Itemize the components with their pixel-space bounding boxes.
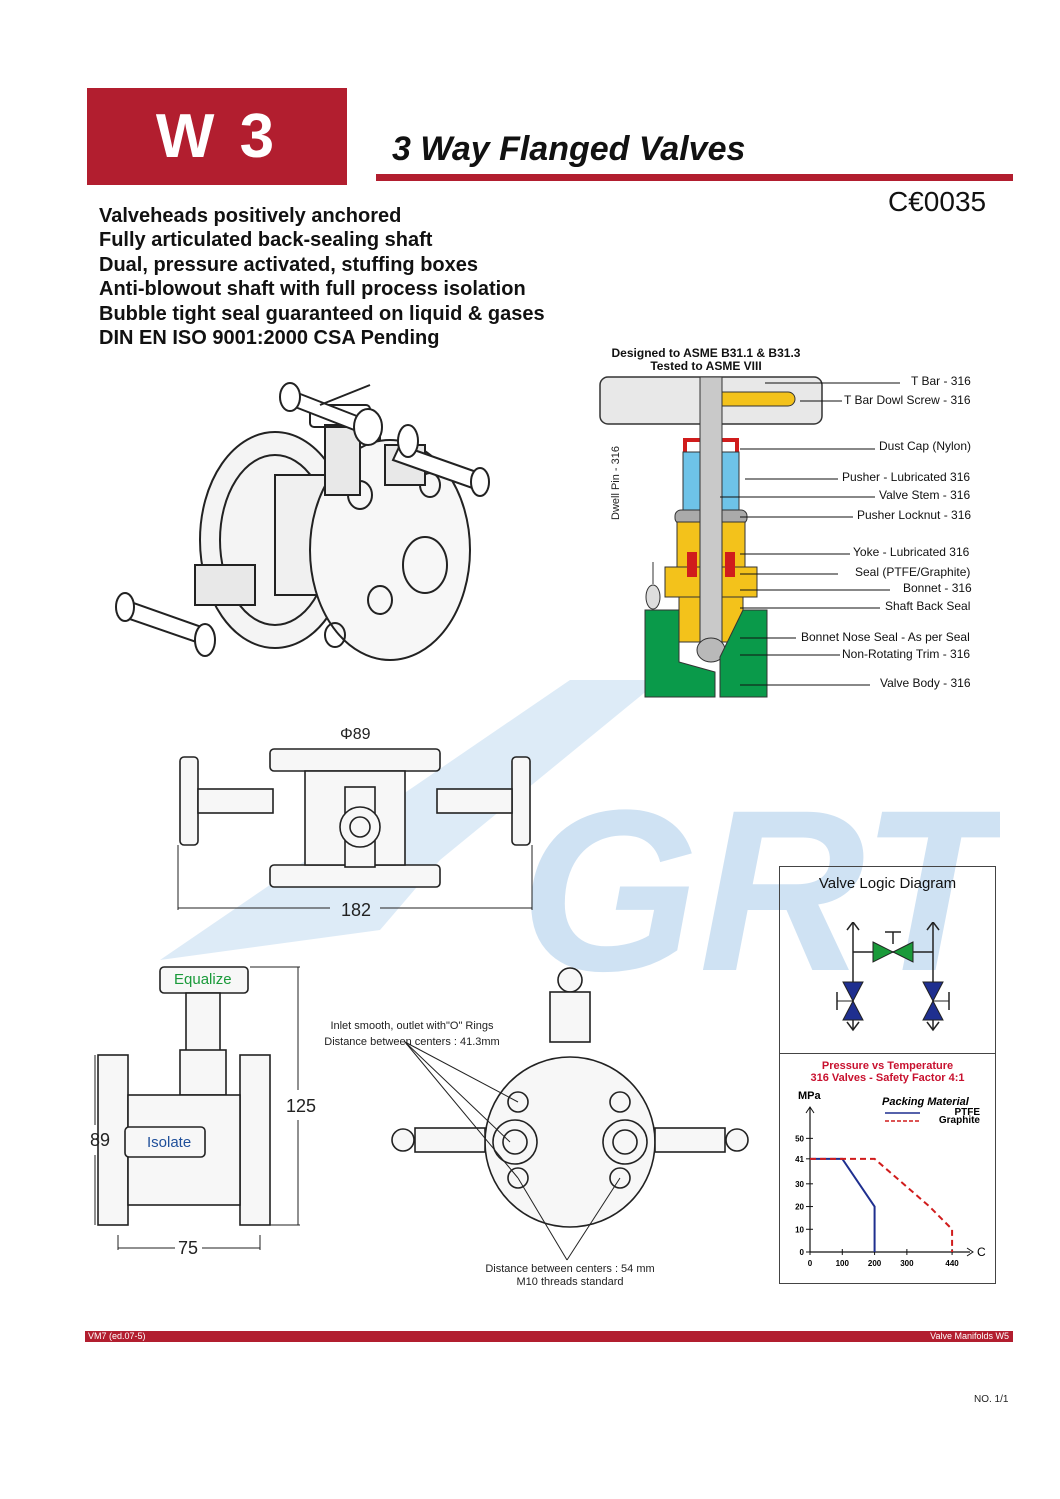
title-rule	[376, 174, 1013, 181]
diameter-dimension: Φ89	[340, 726, 371, 743]
x-tick-label: 200	[868, 1259, 882, 1268]
height-dimension: 125	[286, 1096, 317, 1116]
thread-note: Distance between centers : 54 mm M10 thr…	[470, 1263, 670, 1289]
legend-label-graphite: Graphite	[939, 1115, 981, 1126]
feature-item: Valveheads positively anchored	[99, 205, 402, 227]
callout-shaft-back-seal: Shaft Back Seal	[885, 599, 971, 613]
flange-dimension: 89	[90, 1130, 111, 1150]
callout-t-bar: T Bar - 316	[911, 374, 971, 388]
valve-3d-illustration	[115, 382, 490, 661]
callout-bonnet: Bonnet - 316	[903, 581, 972, 595]
series-line-graphite	[810, 1157, 954, 1252]
design-note-line: Tested to ASME VIII	[650, 359, 762, 373]
page-number: NO. 1/1	[974, 1394, 1009, 1405]
y-tick-label: 50	[795, 1134, 804, 1143]
y-axis-arrow	[805, 1106, 815, 1114]
pt-chart-title: Pressure vs Temperature 316 Valves - Saf…	[780, 1060, 995, 1084]
y-tick-label: 41	[795, 1155, 804, 1164]
svg-text:GRT: GRT	[520, 762, 1000, 1000]
design-note-line: Designed to ASME B31.1 & B31.3	[611, 346, 801, 360]
pressure-temperature-chart: MPa Packing Material C 0 100 200 300 440 0 10 20…	[795, 1090, 986, 1268]
feature-item: Dual, pressure activated, stuffing boxes	[99, 253, 478, 276]
design-standards-note: Designed to ASME B31.1 & B31.3 Tested to…	[596, 347, 816, 373]
width-dimension: 182	[341, 900, 372, 920]
pt-title-line: Pressure vs Temperature	[821, 1060, 954, 1072]
footer-bar: VM7 (ed.07-5) Valve Manifolds W5	[85, 1331, 1013, 1342]
inlet-note-line: Inlet smooth, outlet with"O" Rings	[330, 1020, 494, 1032]
callout-non-rotating-trim: Non-Rotating Trim - 316	[842, 647, 971, 661]
dwell-pin-label: Dwell Pin - 316	[610, 446, 622, 520]
panel-divider	[780, 1053, 995, 1054]
valve-front-view	[391, 967, 749, 1261]
equalize-label: Equalize	[174, 971, 232, 988]
inlet-note: Inlet smooth, outlet with"O" Rings Dista…	[312, 1018, 512, 1050]
product-code-badge: W 3	[87, 88, 347, 185]
callout-seal: Seal (PTFE/Graphite)	[855, 565, 971, 579]
footer-edition: VM7 (ed.07-5)	[88, 1331, 146, 1341]
series-line-ptfe	[810, 1157, 876, 1252]
callout-dust-cap: Dust Cap (Nylon)	[879, 439, 972, 453]
callout-valve-stem: Valve Stem - 316	[879, 488, 971, 502]
y-tick-label: 10	[795, 1225, 804, 1234]
pt-title-line: 316 Valves - Safety Factor 4:1	[810, 1072, 965, 1084]
x-axis-arrow	[966, 1247, 974, 1257]
feature-item: Fully articulated back-sealing shaft	[99, 229, 433, 252]
feature-item: Anti-blowout shaft with full process iso…	[99, 278, 526, 301]
page-title: 3 Way Flanged Valves	[392, 130, 746, 168]
callout-valve-body: Valve Body - 316	[880, 676, 971, 690]
thread-note-line: M10 threads standard	[516, 1276, 624, 1288]
valve-top-view	[177, 748, 533, 910]
depth-dimension: 75	[178, 1238, 199, 1258]
feature-list: Valveheads positively anchored Fully art…	[99, 204, 545, 350]
x-tick-label: 100	[836, 1259, 850, 1268]
inlet-note-line: Distance between centers : 41.3mm	[324, 1036, 500, 1048]
callout-pusher-locknut: Pusher Locknut - 316	[857, 508, 972, 522]
isolate-label: Isolate	[147, 1134, 192, 1151]
callout-bonnet-nose-seal: Bonnet Nose Seal - As per Seal	[801, 630, 970, 644]
grt-watermark: GRT	[160, 680, 1000, 1000]
logic-diagram-title: Valve Logic Diagram	[818, 875, 957, 892]
callout-leaders	[720, 382, 900, 686]
feature-item: Bubble tight seal guaranteed on liquid &…	[99, 302, 545, 325]
callout-yoke: Yoke - Lubricated 316	[853, 545, 970, 559]
y-axis-label: MPa	[798, 1090, 822, 1102]
x-tick-label: 0	[808, 1259, 813, 1268]
feature-item: DIN EN ISO 9001:2000 CSA Pending	[99, 327, 440, 350]
y-tick-label: 0	[800, 1248, 805, 1257]
x-axis-label: C	[977, 1245, 986, 1259]
y-tick-label: 30	[795, 1180, 804, 1189]
valve-logic-diagram	[836, 922, 950, 1032]
y-tick-label: 20	[795, 1203, 804, 1212]
x-tick-label: 300	[900, 1259, 914, 1268]
valve-logic-panel: Valve Logic Diagram Pressure vs Temperat…	[779, 866, 996, 1284]
callout-t-bar-dowl-screw: T Bar Dowl Screw - 316	[844, 393, 971, 407]
legend-label-ptfe: PTFE	[954, 1107, 980, 1118]
ce-certification: C€0035	[888, 186, 987, 217]
thread-note-line: Distance between centers : 54 mm	[485, 1263, 655, 1275]
callout-pusher: Pusher - Lubricated 316	[842, 470, 971, 484]
footer-catalog-name: Valve Manifolds W5	[930, 1331, 1009, 1341]
x-tick-label: 440	[945, 1259, 959, 1268]
valve-side-view	[94, 966, 300, 1250]
legend-title: Packing Material	[882, 1096, 970, 1108]
